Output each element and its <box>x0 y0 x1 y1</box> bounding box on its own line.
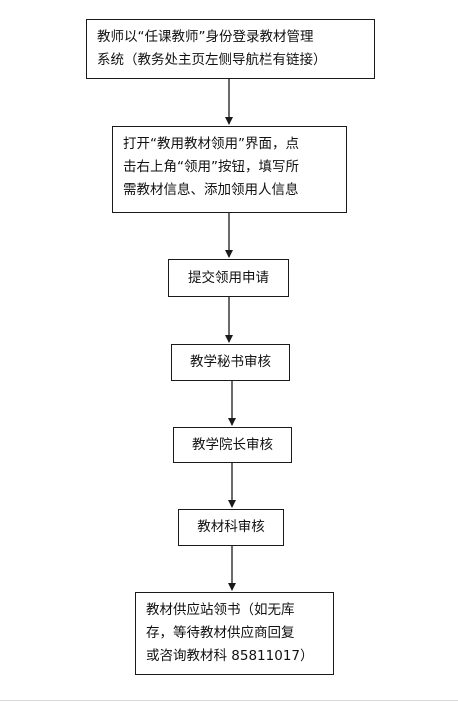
step-dean-text: 教学院长审核 <box>192 436 273 453</box>
step-secretary-box: 教学秘书审核 <box>171 344 290 381</box>
step-login-text-1: 教师以“任课教师”身份登录教材管理 <box>97 29 314 45</box>
step-login-text-2: 系统（教务处主页左侧导航栏有链接） <box>97 52 327 68</box>
step-dean-box: 教学院长审核 <box>173 427 292 463</box>
step-supply-text-1: 教材供应站领书（如无库 <box>146 602 295 618</box>
step-submit-box: 提交领用申请 <box>168 259 289 297</box>
step-supply-text-2: 存，等待教材供应商回复 <box>146 625 295 641</box>
bottom-divider <box>0 700 458 701</box>
step-materials-box: 教材科审核 <box>178 509 284 546</box>
step-submit-text: 提交领用申请 <box>188 269 269 286</box>
step-login-box: 教师以“任课教师”身份登录教材管理 系统（教务处主页左侧导航栏有链接） <box>86 19 375 79</box>
step-open-text-3: 需教材信息、添加领用人信息 <box>123 182 299 198</box>
step-open-text-1: 打开“教用教材领用”界面，点 <box>123 136 299 152</box>
step-supply-box: 教材供应站领书（如无库 存，等待教材供应商回复 或咨询教材科 85811017） <box>135 592 334 675</box>
step-materials-text: 教材科审核 <box>197 519 265 535</box>
step-open-text-2: 击右上角“领用”按钮，填写所 <box>123 159 299 175</box>
step-secretary-text: 教学秘书审核 <box>190 354 271 370</box>
step-supply-text-3: 或咨询教材科 85811017） <box>146 648 314 664</box>
step-open-box: 打开“教用教材领用”界面，点 击右上角“领用”按钮，填写所 需教材信息、添加领用… <box>112 126 347 213</box>
